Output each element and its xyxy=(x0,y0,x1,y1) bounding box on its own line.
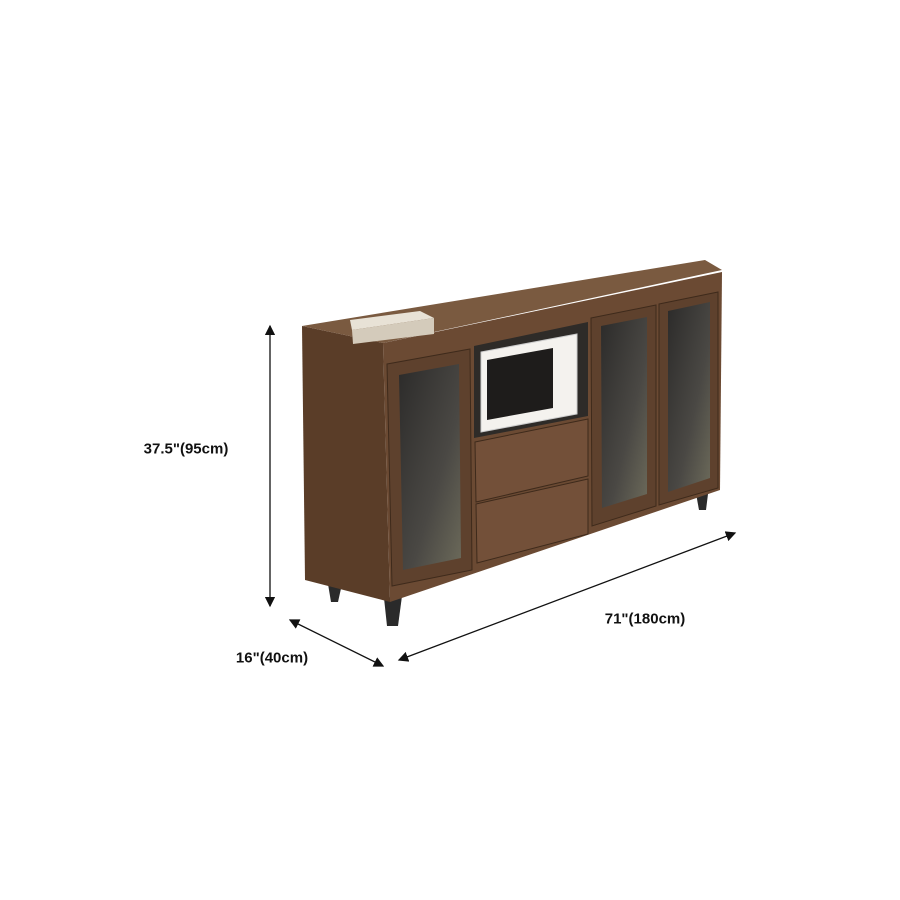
depth-arrow xyxy=(288,619,385,667)
height-label: 37.5"(95cm) xyxy=(143,440,229,458)
right-door-2-glass xyxy=(668,302,710,492)
depth-label: 16"(40cm) xyxy=(235,649,309,667)
width-arrow xyxy=(397,531,737,662)
decor-box-front xyxy=(352,318,434,344)
microwave-window xyxy=(487,348,553,420)
drawer-top[interactable] xyxy=(474,418,589,503)
decor-box xyxy=(350,311,434,330)
right-door-1-glass xyxy=(601,317,647,508)
cabinet-side xyxy=(302,326,390,602)
leg-front-left xyxy=(384,596,402,626)
width-label: 71"(180cm) xyxy=(604,610,686,628)
left-door-glass xyxy=(399,364,461,570)
